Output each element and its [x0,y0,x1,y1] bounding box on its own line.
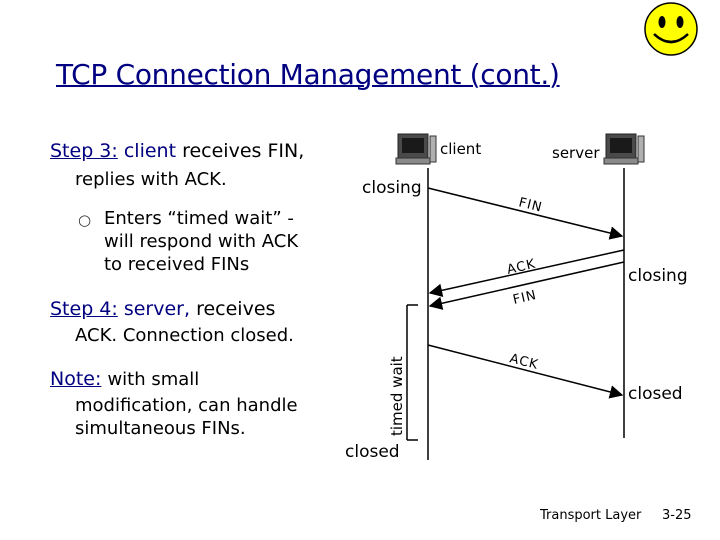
note-line3: simultaneous FINs. [75,418,246,439]
step3-bullet-line1: Enters “timed wait” - [104,208,294,229]
note-heading: Note: with small [50,368,199,391]
step3-text: receives FIN, [182,140,305,162]
step3-bullet: Enters “timed wait” - will respond with … [104,207,298,276]
server-state-closed: closed [628,384,683,404]
step4-actor: server, [123,298,191,320]
ack-arrow-server-to-client [428,249,625,297]
msg-label-ack-1: ACK [506,257,538,278]
step3-line2: replies with ACK. [75,169,227,190]
note-line2: modification, can handle [75,395,298,416]
client-state-closed: closed [345,442,400,462]
note-body: modification, can handle simultaneous FI… [75,394,298,440]
step3-bullet-line2: will respond with ACK [104,231,299,252]
server-computer-icon [603,133,645,165]
note-text: with small [107,369,200,390]
step4-text: receives [196,298,276,320]
step3-label: Step 3: [50,140,118,162]
step3-bullet-line3: to received FINs [104,254,250,275]
client-computer-icon [395,133,437,165]
ack-arrow-client-to-server [427,344,624,399]
fin-arrow-server-to-client [428,261,625,310]
server-label: server [552,144,600,162]
timed-wait-label: timed wait [388,356,406,436]
smiley-face-icon [644,2,698,56]
step4-heading: Step 4: server, receives [50,298,275,320]
step4-label: Step 4: [50,298,118,320]
client-label: client [440,140,482,158]
footer-section: Transport Layer [540,508,642,523]
msg-label-ack-2: ACK [508,351,540,373]
fin-arrow-client-to-server [427,187,624,240]
footer-page-number: 3-25 [662,508,692,523]
step3-actor: client [123,140,177,162]
client-state-closing: closing [362,178,422,198]
msg-label-fin-1: FIN [517,195,544,215]
step3-heading: Step 3: client receives FIN, [50,140,304,162]
step4-line2: ACK. Connection closed. [75,325,294,346]
bullet-icon: ○ [78,211,92,229]
note-label: Note: [50,368,102,390]
msg-label-fin-2: FIN [512,288,539,308]
server-state-closing: closing [628,266,688,286]
slide-title: TCP Connection Management (cont.) [56,58,560,91]
